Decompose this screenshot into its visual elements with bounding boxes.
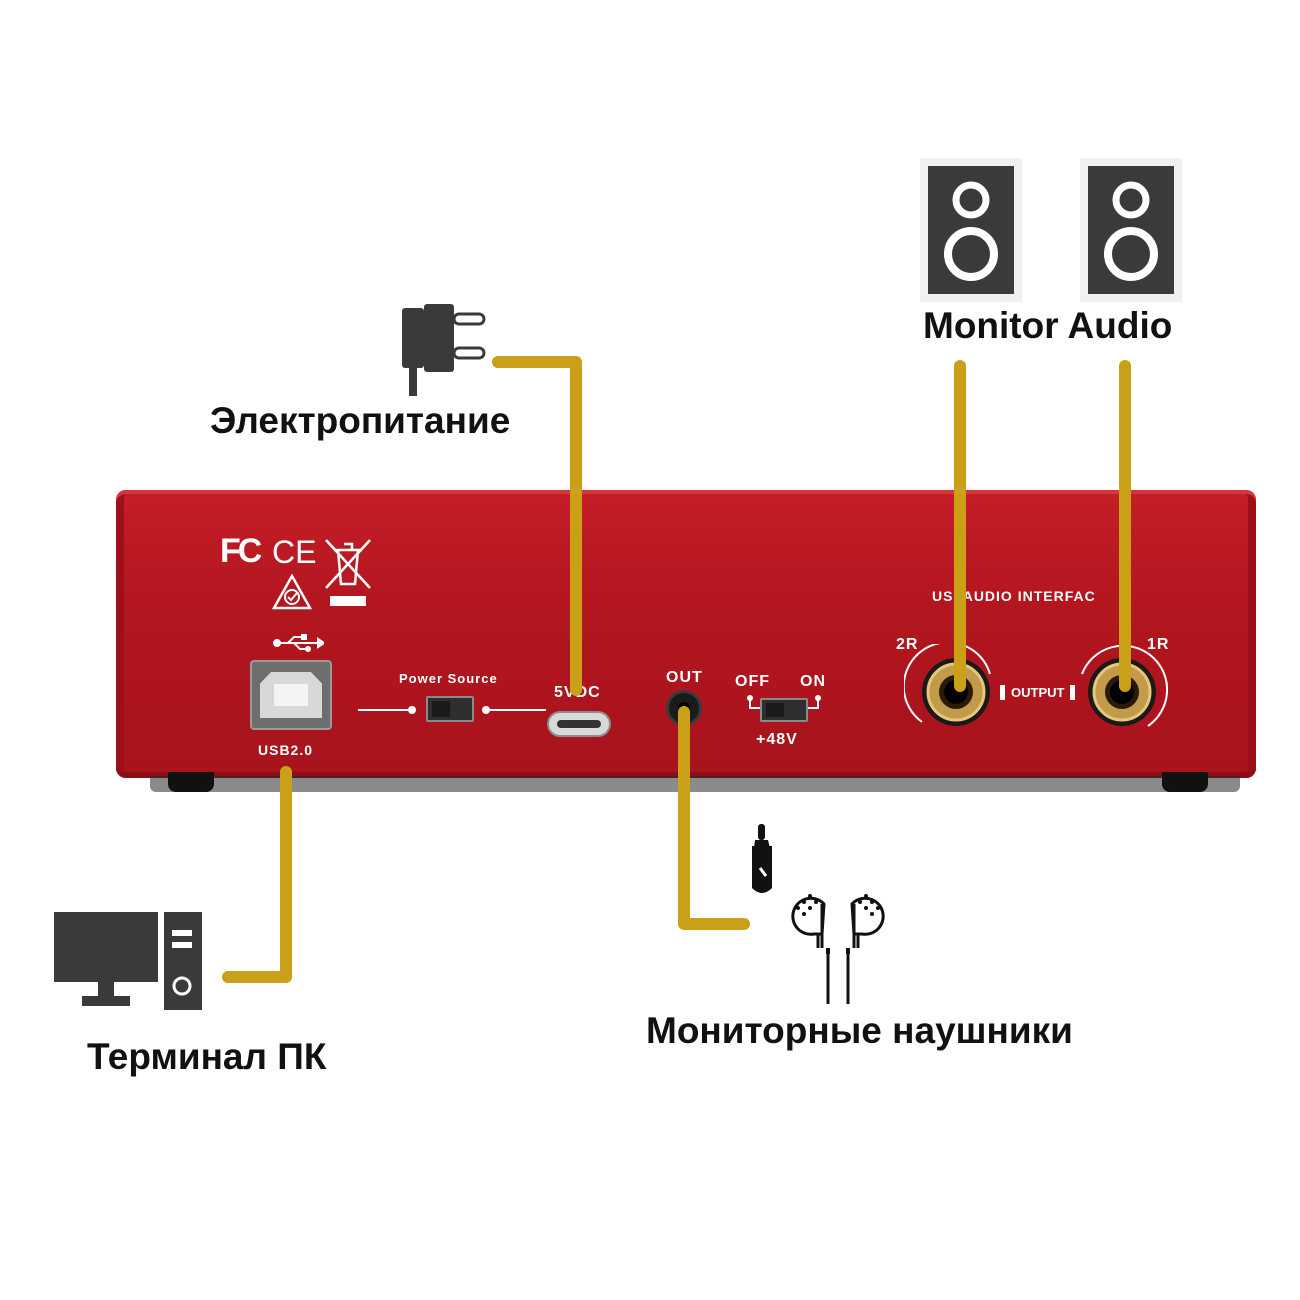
earphones-icon <box>791 894 885 1004</box>
audio-jack-icon <box>752 824 772 893</box>
weee-bin-icon <box>325 539 371 606</box>
device-bottom-edge <box>150 776 1240 792</box>
phantom-power-switch[interactable] <box>760 698 808 722</box>
fc-mark: FC <box>220 532 262 570</box>
power-source-switch-knob <box>432 701 450 717</box>
rcm-mark-icon <box>272 574 312 610</box>
power-source-label: Power Source <box>399 671 498 686</box>
phantom-power-switch-knob <box>766 703 784 717</box>
usb-c-port-slot <box>557 720 601 728</box>
speaker-icon <box>920 158 1022 302</box>
out-label: OUT <box>666 669 703 686</box>
usb-b-port[interactable] <box>250 660 332 730</box>
channel-2r-label: 2R <box>896 636 919 653</box>
phantom-label: +48V <box>756 731 798 748</box>
channel-1r-label: 1R <box>1147 636 1170 653</box>
usb-port-label: USB2.0 <box>258 742 314 758</box>
device-foot-right <box>1162 772 1208 792</box>
device-foot-left <box>168 772 214 792</box>
power-source-guide <box>358 706 546 714</box>
headphones-label: Мониторные наушники <box>646 1010 1073 1051</box>
power-adapter-icon <box>402 304 486 396</box>
power-label: Электропитание <box>210 400 511 441</box>
output-label: OUTPUT <box>1000 685 1076 700</box>
output-jack-2r[interactable] <box>904 644 1000 740</box>
phantom-on-label: ON <box>800 673 826 690</box>
computer-icon <box>54 912 202 1010</box>
usb-c-port[interactable] <box>547 711 611 737</box>
interface-label: US AUDIO INTERFAC <box>932 588 1096 604</box>
connector-headphones <box>678 706 750 930</box>
connector-usb <box>222 766 292 983</box>
phantom-switch-guide <box>747 695 821 709</box>
usb-symbol-icon <box>273 634 324 652</box>
speaker-icon <box>1080 158 1182 302</box>
monitor-audio-label: Monitor Audio <box>923 305 1173 346</box>
pc-terminal-label: Терминал ПК <box>87 1036 327 1077</box>
usb-b-port-tongue <box>274 684 308 706</box>
phantom-off-label: OFF <box>735 673 770 690</box>
connector-power <box>492 356 582 696</box>
power-source-switch[interactable] <box>426 696 474 722</box>
output-jack-1r[interactable] <box>1068 644 1168 740</box>
ce-mark: CE <box>272 534 317 570</box>
